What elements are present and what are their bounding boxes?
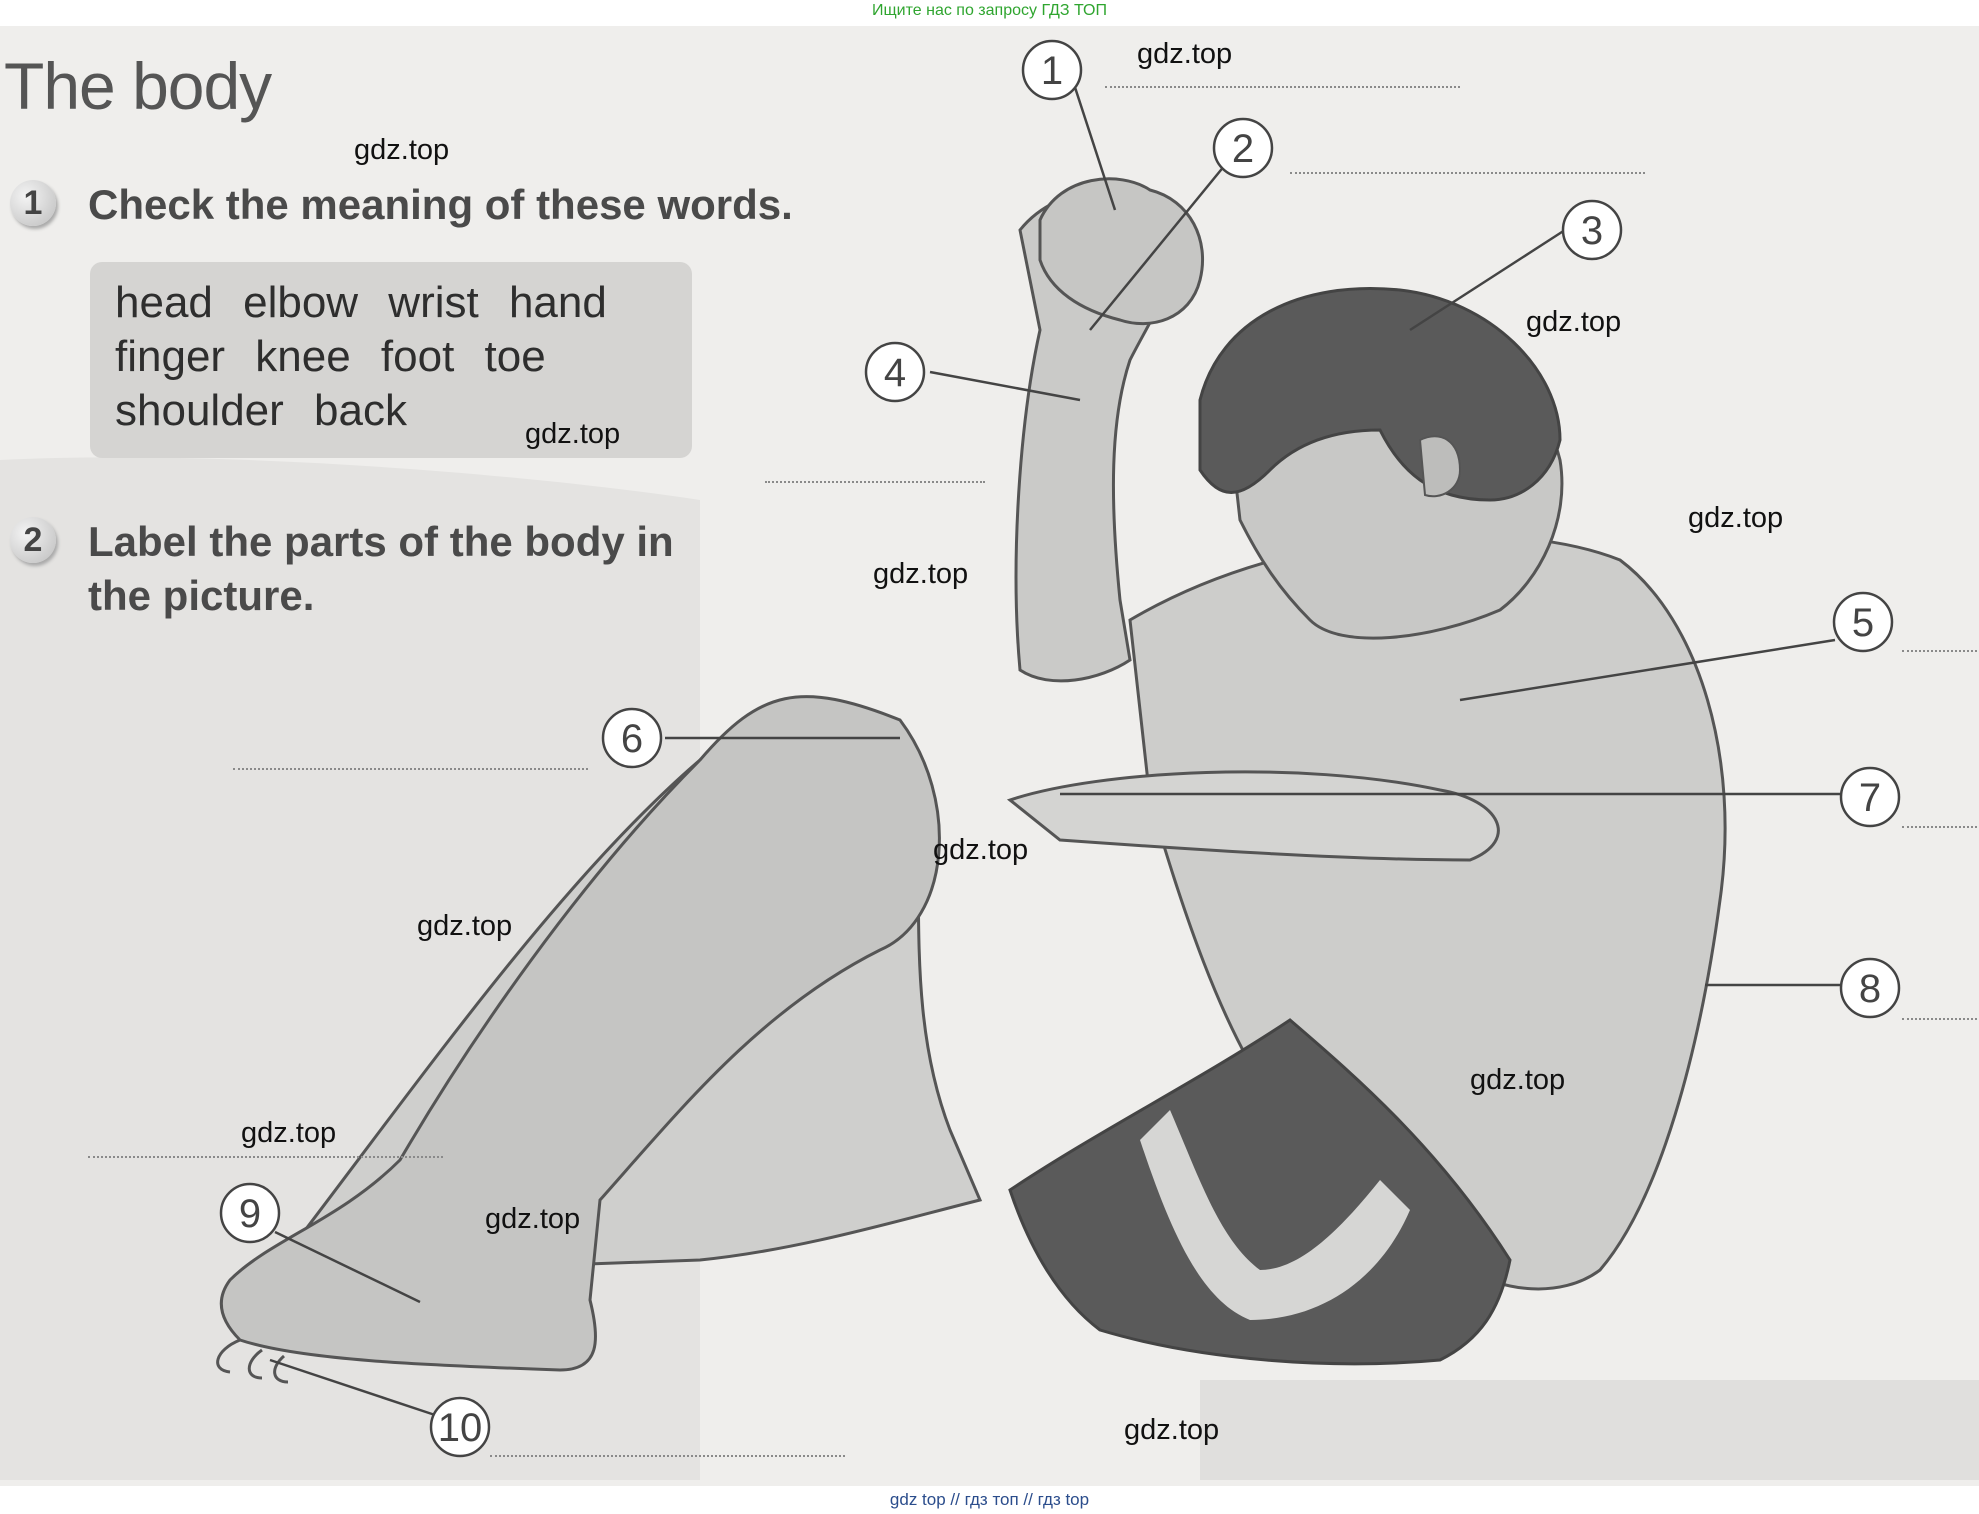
watermark: gdz.top (1688, 502, 1784, 534)
label-marker-3: 3 (1561, 199, 1623, 261)
answer-line-2[interactable] (1290, 172, 1645, 174)
shorts-shape (1008, 1018, 1512, 1366)
leader-line-1 (1068, 71, 1117, 211)
watermark: gdz.top (241, 1117, 337, 1149)
answer-line-6[interactable] (233, 768, 588, 770)
label-marker-6: 6 (601, 707, 663, 769)
watermark: gdz.top (1526, 306, 1622, 338)
label-marker-8: 8 (1839, 957, 1901, 1019)
watermark: gdz.top (1137, 38, 1233, 70)
exercise-2-number: 2 (10, 517, 56, 563)
marker-number: 10 (438, 1406, 483, 1450)
word-list-line-2: finger knee foot toe (115, 332, 546, 381)
answer-line-4[interactable] (765, 481, 985, 483)
answer-line-9[interactable] (88, 1156, 443, 1158)
leader-line-2 (1089, 164, 1226, 331)
label-marker-4: 4 (864, 341, 926, 403)
top-banner[interactable]: Ищите нас по запросу ГДЗ ТОП (0, 0, 1979, 26)
answer-line-1[interactable] (1105, 86, 1460, 88)
word-list-line-3: shoulder back (115, 386, 407, 435)
watermark: gdz.top (525, 418, 621, 450)
marker-number: 8 (1859, 967, 1881, 1011)
watermark: gdz.top (1470, 1064, 1566, 1096)
exercise-1-number: 1 (10, 180, 56, 226)
label-marker-9: 9 (219, 1182, 281, 1244)
watermark: gdz.top (1124, 1414, 1220, 1446)
floor-shadow (1200, 1380, 1979, 1480)
hair-shape (1198, 287, 1562, 502)
exercise-1-instruction: Check the meaning of these words. (88, 181, 793, 228)
page-title: The body (4, 49, 272, 123)
leader-lines (269, 71, 1842, 1417)
watermark: gdz.top (933, 834, 1029, 866)
watermark: gdz.top (417, 910, 513, 942)
label-marker-1: 1 (1021, 39, 1083, 101)
watermark: gdz.top (873, 558, 969, 590)
marker-number: 3 (1581, 209, 1603, 253)
word-box (90, 262, 692, 458)
label-markers: 1 2 3 4 5 6 7 8 9 10 (219, 39, 1901, 1458)
answer-line-5[interactable] (1902, 650, 1977, 652)
marker-number: 4 (884, 351, 906, 395)
exercise-2-instruction-line-1: Label the parts of the body in (88, 518, 674, 565)
leader-line-4 (929, 370, 1081, 402)
leader-line-10 (269, 1358, 436, 1417)
answer-line-8[interactable] (1902, 1018, 1977, 1020)
watermark: gdz.top (354, 134, 450, 166)
leader-line-5 (1459, 638, 1836, 702)
toes-shape (216, 1338, 289, 1384)
marker-number: 7 (1859, 776, 1881, 820)
label-marker-2: 2 (1212, 117, 1274, 179)
watermark: gdz.top (485, 1203, 581, 1235)
label-marker-5: 5 (1832, 591, 1894, 653)
exercise-2-instruction-line-2: the picture. (88, 572, 315, 619)
marker-number: 9 (239, 1192, 261, 1236)
fist-shape (1038, 177, 1205, 326)
answer-line-7[interactable] (1902, 826, 1977, 828)
front-leg-shape (219, 695, 941, 1372)
label-marker-10: 10 (429, 1396, 491, 1458)
label-marker-7: 7 (1839, 766, 1901, 828)
bottom-banner[interactable]: gdz top // гдз топ // гдз top (0, 1486, 1979, 1514)
leader-line-9 (274, 1230, 421, 1304)
marker-number: 1 (1041, 49, 1063, 93)
answer-line-10[interactable] (490, 1455, 845, 1457)
word-list-line-1: head elbow wrist hand (115, 278, 607, 327)
shorts-stripe (1140, 1110, 1410, 1320)
marker-number: 6 (621, 717, 643, 761)
ear-shape (1418, 435, 1462, 498)
leader-line-3 (1409, 228, 1566, 332)
marker-number: 2 (1232, 127, 1254, 171)
marker-number: 5 (1852, 601, 1874, 645)
